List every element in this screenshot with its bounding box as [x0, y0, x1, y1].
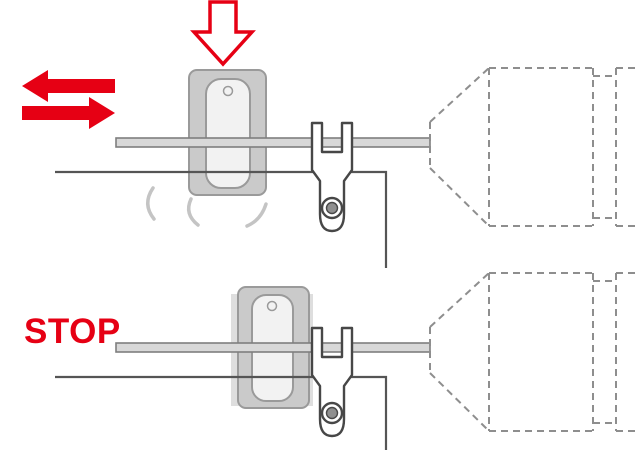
- arrow-right-icon: [22, 97, 115, 129]
- vibration-arc: [245, 202, 268, 228]
- pivot-dot-icon: [325, 201, 339, 215]
- frame-edge-top: [55, 170, 388, 268]
- bottom-state-stopped: STOP: [24, 272, 640, 450]
- vibration-arc: [146, 186, 156, 221]
- slider-clamp-top: [188, 69, 267, 196]
- slide-arrows-icon: [22, 70, 115, 129]
- dashed-housing: [429, 67, 640, 227]
- guide-rod-bottom: [115, 342, 431, 353]
- frame-edge-bottom: [55, 375, 388, 450]
- chuck-outline-top: [429, 67, 640, 227]
- vibration-marks: [146, 186, 268, 228]
- slider-slot: [205, 78, 251, 189]
- vibration-arc: [186, 197, 200, 227]
- slider-pin-hole: [222, 85, 234, 97]
- press-down-arrow-icon: [190, 0, 256, 67]
- chuck-outline-bottom: [429, 272, 640, 432]
- clevis-bracket-top: [310, 121, 354, 233]
- arrow-left-icon: [22, 70, 115, 102]
- top-state-running: [22, 0, 640, 268]
- guide-rod-top: [115, 137, 431, 148]
- stop-label: STOP: [24, 312, 121, 351]
- slider-pin-hole: [266, 300, 278, 312]
